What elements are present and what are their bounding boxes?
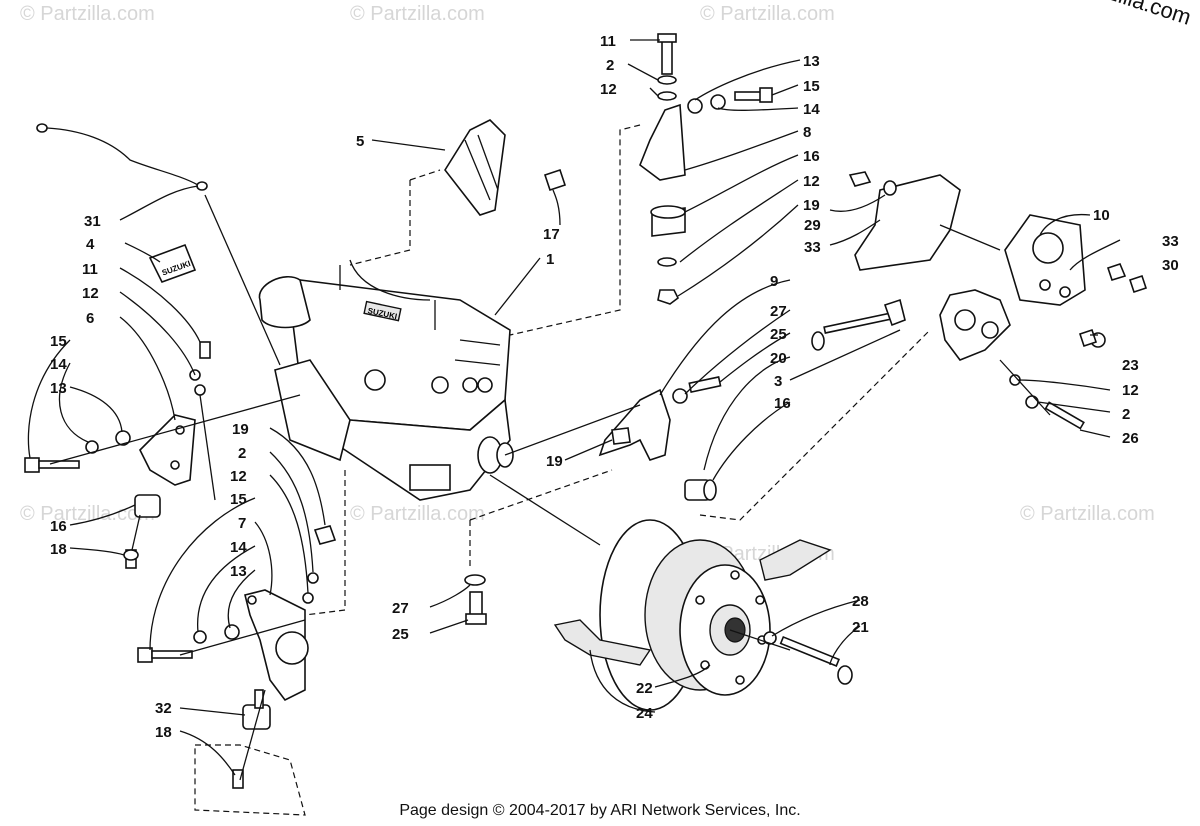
engine[interactable]: SUZUKI: [258, 259, 514, 501]
callout-12: 12: [1122, 382, 1139, 399]
callout-20: 20: [770, 350, 787, 367]
watermark: © Partzilla.com: [20, 503, 155, 525]
callout-4: 4: [86, 236, 95, 253]
callout-11: 11: [600, 33, 616, 50]
callout-17: 17: [543, 226, 560, 243]
callout-16: 16: [50, 518, 67, 535]
watermark: © Partzilla.com: [700, 3, 835, 25]
callout-29: 29: [804, 217, 821, 234]
callout-10: 10: [1093, 207, 1110, 224]
decal-4[interactable]: SUZUKI: [148, 243, 197, 283]
callout-25: 25: [770, 326, 787, 343]
callout-16: 16: [774, 395, 791, 412]
bracket-8[interactable]: [639, 103, 686, 181]
bolt-15-14-13-lower[interactable]: [137, 624, 240, 663]
callout-11: 11: [82, 261, 98, 278]
callout-27: 27: [770, 303, 787, 320]
callout-7: 7: [238, 515, 246, 532]
callout-5: 5: [356, 133, 364, 150]
bolt-11-top[interactable]: [661, 37, 673, 75]
callout-28: 28: [852, 593, 869, 610]
bracket-7[interactable]: [244, 589, 309, 702]
callout-8: 8: [803, 124, 811, 141]
callout-25: 25: [392, 626, 409, 643]
bolt-15-14-13-left[interactable]: [24, 430, 131, 473]
callout-15: 15: [803, 78, 820, 95]
callout-19: 19: [803, 197, 820, 214]
callout-13: 13: [230, 563, 247, 580]
callout-32: 32: [155, 700, 172, 717]
watermark: © Partzilla.com: [350, 3, 485, 25]
callout-31: 31: [84, 213, 101, 230]
callout-33: 33: [804, 239, 821, 256]
callout-12: 12: [82, 285, 99, 302]
watermark: © Partzilla.com: [350, 503, 485, 525]
callout-14: 14: [803, 101, 820, 118]
callout-30: 30: [1162, 257, 1179, 274]
callout-19: 19: [546, 453, 563, 470]
callout-33: 33: [1162, 233, 1179, 250]
callout-13: 13: [50, 380, 67, 397]
wire-31[interactable]: [36, 123, 208, 191]
footer-text: Page design © 2004-2017 by ARI Network S…: [399, 802, 801, 819]
callout-2: 2: [1122, 406, 1130, 423]
callout-27: 27: [392, 600, 409, 617]
hardware-11-12-left[interactable]: [189, 341, 211, 396]
callout-16: 16: [803, 148, 820, 165]
callout-19: 19: [232, 421, 249, 438]
callout-21: 21: [852, 619, 869, 636]
callout-18: 18: [50, 541, 67, 558]
bolt-21-28[interactable]: [763, 631, 853, 685]
callouts: 11 2 12 13 15 14 8 16 12 19 5 17 1 10 29…: [50, 33, 1179, 741]
callout-18: 18: [155, 724, 172, 741]
callout-23: 23: [1122, 357, 1139, 374]
callout-13: 13: [803, 53, 820, 70]
leader-lines: [27, 39, 1121, 776]
bolt-27-25-bottom[interactable]: [464, 574, 487, 625]
watermark: © Partzilla.com: [20, 3, 155, 25]
bracket-3[interactable]: [939, 289, 1011, 361]
callout-26: 26: [1122, 430, 1139, 447]
mount-32-lower[interactable]: [194, 689, 306, 816]
top-mount-assembly[interactable]: [639, 33, 773, 305]
callout-24: 24: [636, 705, 653, 722]
callout-15: 15: [230, 491, 247, 508]
axis-lines: [49, 194, 1051, 781]
clip-17[interactable]: [543, 168, 567, 192]
callout-2: 2: [238, 445, 246, 462]
callout-12: 12: [803, 173, 820, 190]
callout-14: 14: [230, 539, 247, 556]
callout-1: 1: [546, 251, 554, 268]
callout-22: 22: [636, 680, 653, 697]
belt-24[interactable]: [553, 539, 832, 666]
watermark: © Partzilla.com: [1020, 503, 1155, 525]
callout-14: 14: [50, 356, 67, 373]
dashed-centerlines: [304, 124, 931, 616]
callout-6: 6: [86, 310, 94, 327]
hardware-right[interactable]: [1009, 263, 1148, 430]
callout-2: 2: [606, 57, 614, 74]
bolt-20[interactable]: [811, 298, 906, 351]
callout-15: 15: [50, 333, 67, 350]
callout-3: 3: [774, 373, 782, 390]
callout-12: 12: [230, 468, 247, 485]
callout-9: 9: [770, 273, 778, 290]
bracket-6[interactable]: [139, 414, 196, 486]
bracket-10[interactable]: [1004, 214, 1086, 306]
callout-12: 12: [600, 81, 617, 98]
engine-nameplate: [363, 300, 402, 322]
bracket-5[interactable]: [444, 119, 506, 216]
hardware-19-2-12-lower[interactable]: [302, 525, 337, 604]
bracket-9[interactable]: [598, 388, 671, 461]
bolt-25-mid[interactable]: [672, 376, 722, 404]
mount-16-mid[interactable]: [684, 479, 717, 501]
plate-29-33[interactable]: [848, 171, 961, 271]
